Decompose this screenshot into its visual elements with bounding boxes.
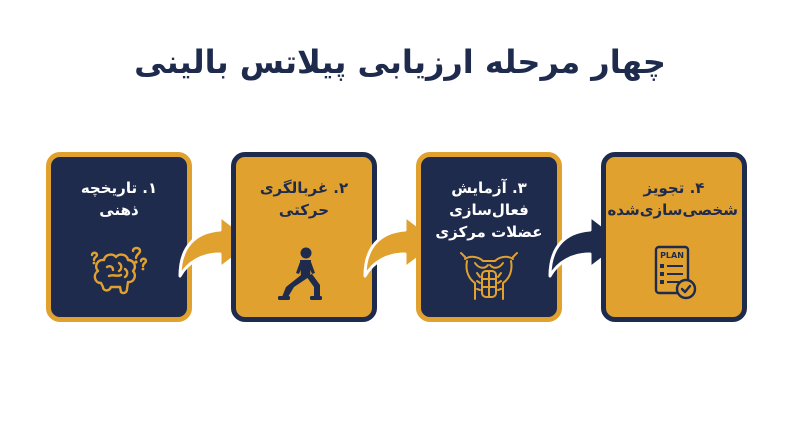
step-card-4: ۴. تجویز شخصی‌سازی‌شده PLAN <box>601 152 747 322</box>
plan-clipboard-icon: PLAN <box>654 245 697 300</box>
page-title: چهار مرحله ارزیابی پیلاتس بالینی <box>134 43 666 81</box>
step-card-3: ۳. آزمایش فعال‌سازی عضلات مرکزی <box>416 152 562 322</box>
step-card-1: ۱. تاریخچه ذهنی <box>46 152 192 322</box>
plan-text: PLAN <box>660 251 684 260</box>
step-label-4: ۴. تجویز شخصی‌سازی‌شده <box>607 179 738 219</box>
lunge-person-icon <box>278 247 322 300</box>
step-card-2: ۲. غربالگری حرکتی <box>231 152 377 322</box>
step-label-3: ۳. آزمایش فعال‌سازی عضلات مرکزی <box>435 179 543 241</box>
step-label-1: ۱. تاریخچه ذهنی <box>80 179 158 219</box>
step-label-2: ۲. غربالگری حرکتی <box>259 179 349 219</box>
brain-question-icon <box>90 246 148 295</box>
core-torso-icon <box>460 252 518 300</box>
